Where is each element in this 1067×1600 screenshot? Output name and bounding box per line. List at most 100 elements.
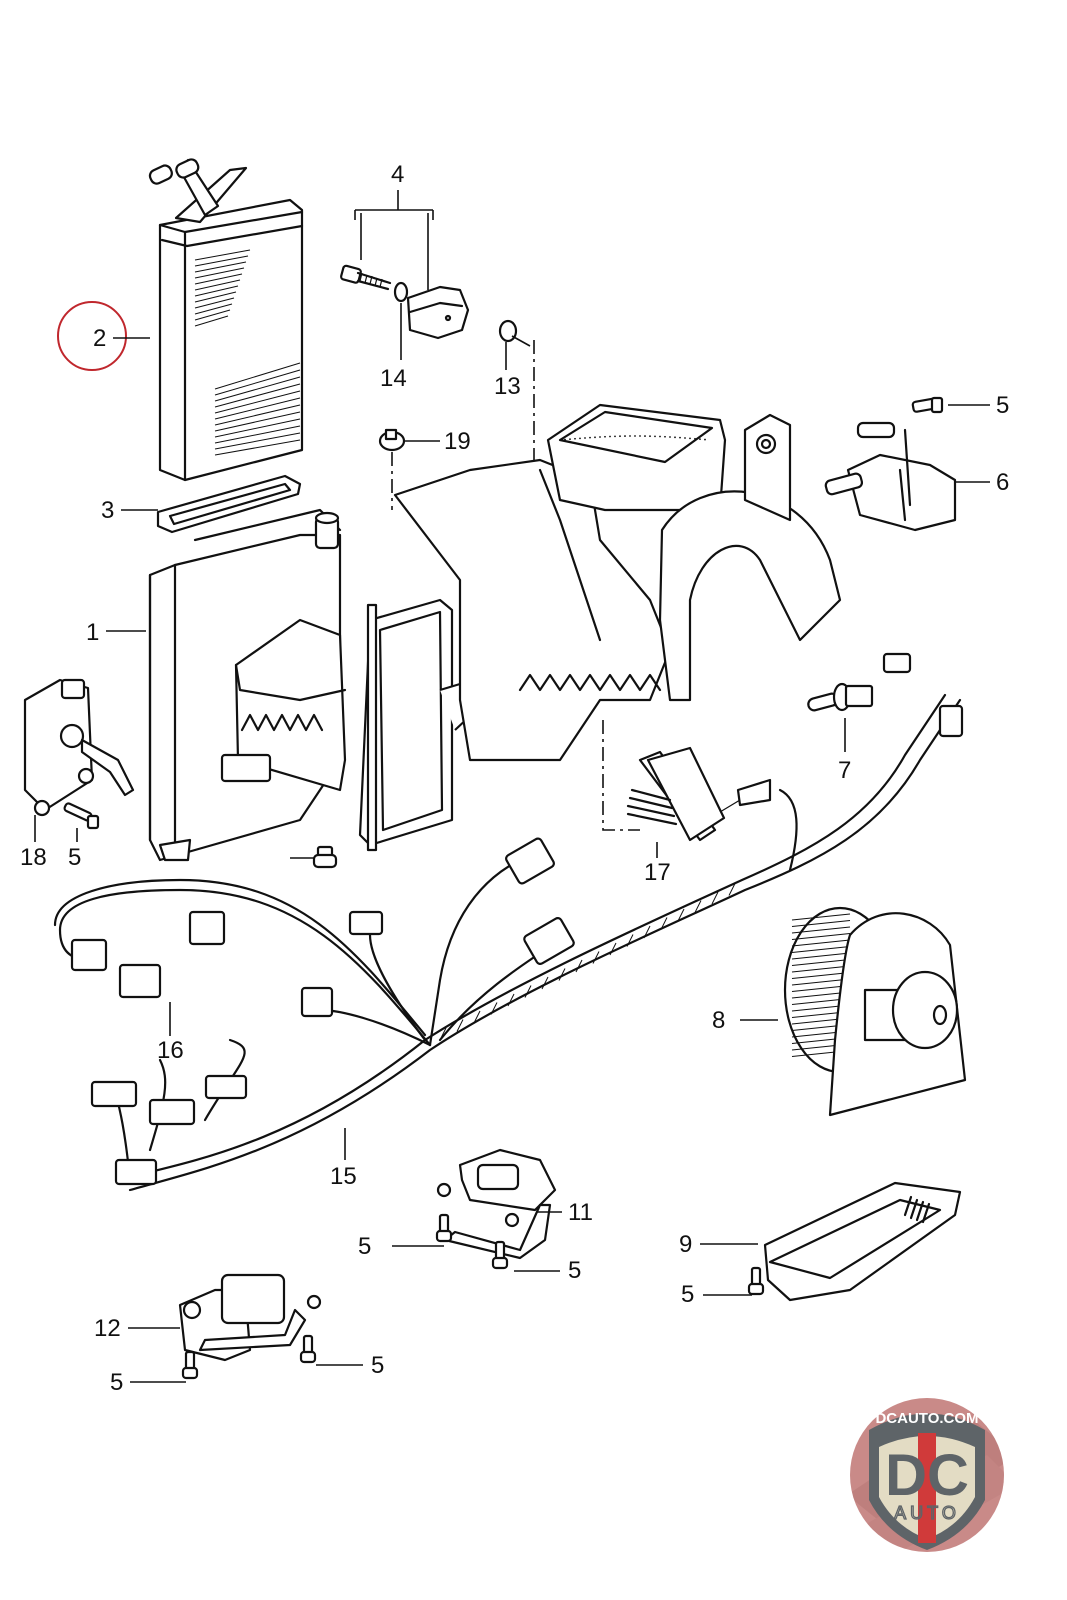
highlight-circle — [57, 301, 127, 371]
harness-wrap-line — [558, 968, 566, 981]
callout-5-mid-right[interactable]: 5 — [568, 1257, 581, 1284]
callout-3[interactable]: 3 — [101, 497, 114, 524]
core-fin-line — [194, 315, 229, 327]
callout-18[interactable]: 19 — [444, 428, 471, 455]
callout-6[interactable]: 6 — [996, 469, 1009, 496]
harness-wrap-line — [728, 883, 736, 896]
seal-dot — [584, 437, 586, 439]
callout-17[interactable]: 17 — [644, 859, 671, 886]
screw[interactable] — [63, 802, 100, 830]
screw-head — [491, 1256, 509, 1270]
harness-wrap-line — [592, 951, 600, 964]
callout-12[interactable]: 14 — [380, 365, 407, 392]
screw-head — [435, 1229, 453, 1243]
clip-nut[interactable] — [378, 428, 406, 452]
callout-13[interactable]: 15 — [330, 1163, 357, 1190]
core-fin-line — [194, 255, 249, 267]
screw[interactable] — [181, 1350, 199, 1380]
blower-motor[interactable] — [783, 906, 967, 1117]
o-ring-small[interactable] — [393, 281, 409, 303]
harness-wrap-line — [541, 976, 549, 990]
callout-15[interactable]: 16 — [157, 1037, 184, 1064]
harness-wrap-line — [626, 934, 634, 947]
seal-dot — [654, 435, 656, 438]
core-fin-line — [214, 418, 301, 438]
callout-9[interactable]: 9 — [679, 1231, 692, 1258]
blower-fin-line — [791, 959, 851, 966]
heater-core[interactable] — [148, 157, 304, 482]
core-fin-line — [214, 376, 301, 402]
wiring-harness[interactable] — [53, 652, 964, 1192]
callout-1[interactable]: 1 — [86, 619, 99, 646]
screw[interactable] — [747, 1266, 765, 1296]
seal-dot — [649, 435, 651, 438]
harness-wrap-line — [609, 942, 617, 956]
screw[interactable] — [299, 1334, 317, 1364]
core-fin-line — [214, 439, 301, 456]
core-fin-line — [194, 303, 233, 315]
callout-10[interactable]: 13 — [494, 373, 521, 400]
callout-5-cover[interactable]: 5 — [681, 1281, 694, 1308]
core-fin-line — [214, 425, 301, 444]
heater-core-seal[interactable] — [156, 474, 302, 534]
callout-4[interactable]: 4 — [391, 161, 404, 188]
blower-fin-line — [791, 933, 851, 940]
core-fin-line — [214, 411, 301, 432]
callout-5-bottom-right[interactable]: 5 — [371, 1352, 384, 1379]
blower-fin-line — [791, 920, 851, 927]
core-fin-line — [214, 432, 301, 450]
blower-fin-line — [791, 972, 851, 979]
flap-actuator-right[interactable] — [824, 421, 957, 532]
callout-16[interactable]: 18 — [20, 844, 47, 871]
harness-wrap-line — [694, 900, 702, 913]
harness-wrap-line — [490, 1002, 498, 1015]
blower-fin-line — [791, 952, 851, 960]
seal-dot — [624, 435, 626, 437]
seal-dot — [604, 435, 606, 438]
screw[interactable] — [491, 1240, 509, 1270]
o-ring[interactable] — [498, 319, 518, 343]
temperature-sensor[interactable] — [807, 682, 874, 712]
flap-actuator-lower[interactable] — [178, 1273, 322, 1362]
callout-5-top[interactable]: 5 — [996, 392, 1009, 419]
dcauto-watermark-logo: DCAUTO.COM DC AUTO — [850, 1398, 1004, 1552]
callout-11[interactable]: 11 — [568, 1199, 593, 1226]
heater-box-housing[interactable] — [148, 403, 842, 862]
callout-2[interactable]: 2 — [93, 325, 106, 352]
callout-8[interactable]: 8 — [712, 1007, 725, 1034]
logo-top-text: DCAUTO.COM — [875, 1410, 978, 1427]
bolt[interactable] — [340, 264, 392, 291]
blower-resistor[interactable] — [626, 746, 772, 842]
seal-dot — [559, 439, 561, 441]
valve-block[interactable] — [406, 285, 470, 340]
flap-actuator-left[interactable] — [23, 678, 135, 817]
blower-fin-line — [791, 978, 851, 986]
plug[interactable] — [312, 845, 338, 869]
callout-5-left[interactable]: 5 — [68, 844, 81, 871]
callout-7[interactable]: 7 — [838, 757, 851, 784]
callout-14[interactable]: 12 — [94, 1315, 121, 1342]
screw[interactable] — [911, 396, 944, 414]
blower-fin-line — [791, 913, 851, 921]
harness-wrap-line — [575, 959, 583, 973]
screw-head — [299, 1350, 317, 1364]
flap-actuator[interactable] — [436, 1148, 557, 1260]
harness-wrap-line — [456, 1019, 464, 1032]
core-fin-line — [214, 390, 301, 414]
harness-wrap-line — [507, 993, 515, 1007]
core-fin-line — [194, 249, 251, 261]
callout-5-mid-left[interactable]: 5 — [358, 1233, 371, 1260]
callout-5-bottom-left[interactable]: 5 — [110, 1369, 123, 1396]
core-fin-line — [194, 291, 237, 303]
seal-dot — [569, 438, 571, 441]
seal-dot — [679, 436, 681, 439]
harness-wrap-line — [711, 891, 719, 905]
seal-dot — [619, 435, 621, 438]
callout-layer: 2 3 4 14 13 19 5 6 1 7 18 5 17 16 8 15 — [20, 161, 1009, 1396]
seal-dot — [579, 437, 581, 440]
blower-cover[interactable] — [763, 1181, 962, 1302]
seal-dot — [589, 436, 591, 439]
screw[interactable] — [435, 1213, 453, 1243]
seal-dot — [689, 437, 691, 440]
seal-dot — [609, 435, 611, 438]
